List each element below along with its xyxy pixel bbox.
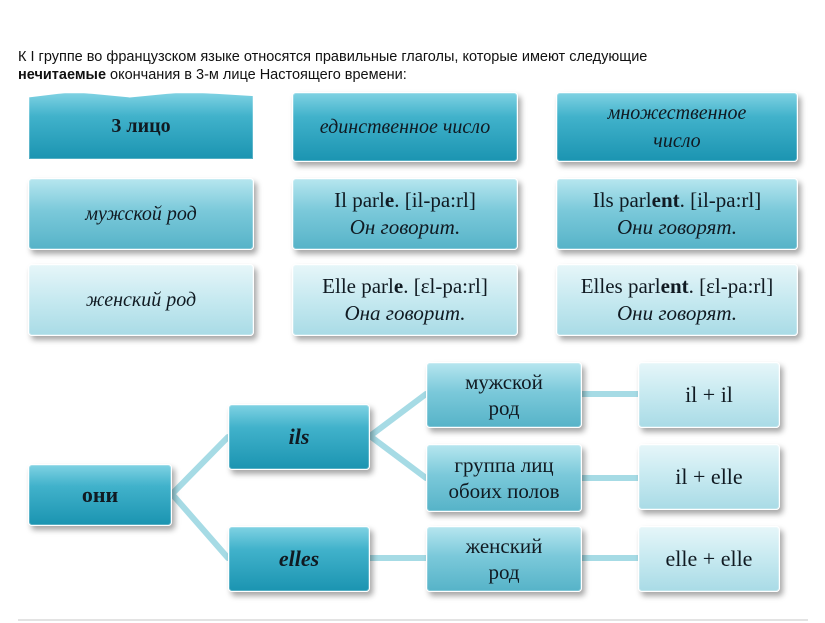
tree-elles-label: elles bbox=[278, 546, 320, 571]
fem-singular-translation: Она говорит. bbox=[344, 301, 466, 325]
tree-result-3: elle + elle bbox=[638, 526, 780, 592]
tree-mixed-line2: обоих полов bbox=[448, 479, 560, 503]
masc-singular-transcription: . [il-pa:rl] bbox=[394, 188, 476, 212]
masc-singular-cell: Il parle. [il-pa:rl] Он говорит. bbox=[292, 178, 518, 250]
tree-fem-line1: женский bbox=[465, 534, 543, 558]
fem-singular-transcription: . [ɛl-pa:rl] bbox=[403, 274, 488, 298]
masc-singular-translation: Он говорит. bbox=[349, 215, 461, 239]
header-plural-line2: число bbox=[653, 130, 701, 152]
header-singular-label: единственное число bbox=[319, 115, 491, 138]
tree-ils-label: ils bbox=[288, 424, 310, 449]
connector-root-ils bbox=[169, 434, 231, 497]
fem-plural-translation: Они говорят. bbox=[616, 301, 738, 325]
masc-plural-stem: Ils parl bbox=[592, 188, 652, 212]
masc-plural-translation: Они говорят. bbox=[616, 215, 738, 239]
tree-masc-node: мужской род bbox=[426, 362, 582, 428]
intro-part2: окончания в 3-м лице Настоящего времени: bbox=[106, 67, 407, 83]
tree-result-1: il + il bbox=[638, 362, 780, 428]
fem-label: женский род bbox=[85, 288, 197, 311]
fem-plural-transcription: . [ɛl-pa:rl] bbox=[688, 274, 774, 298]
connector-ils-mixed bbox=[367, 433, 429, 481]
fem-plural-example: Elles parlent. [ɛl-pa:rl] bbox=[581, 273, 774, 300]
tree-ils-node: ils bbox=[228, 404, 370, 470]
fem-label-cell: женский род bbox=[28, 264, 254, 336]
masc-plural-ending: ent bbox=[651, 188, 680, 212]
tree-elles-node: elles bbox=[228, 526, 370, 592]
masc-plural-example: Ils parlent. [il-pa:rl] bbox=[593, 187, 762, 214]
masc-singular-stem: Il parl bbox=[334, 188, 385, 212]
fem-singular-cell: Elle parle. [ɛl-pa:rl] Она говорит. bbox=[292, 264, 518, 336]
tree-masc-line2: род bbox=[488, 396, 520, 420]
tree-result-2-label: il + elle bbox=[675, 464, 743, 489]
header-plural-cell: множественное число bbox=[556, 92, 798, 162]
header-person-cell: 3 лицо bbox=[28, 92, 254, 160]
fem-plural-cell: Elles parlent. [ɛl-pa:rl] Они говорят. bbox=[556, 264, 798, 336]
header-person-label: 3 лицо bbox=[111, 114, 171, 137]
tree-mixed-node: группа лиц обоих полов bbox=[426, 444, 582, 512]
masc-plural-transcription: . [il-pa:rl] bbox=[679, 188, 762, 212]
connector-ils-masc bbox=[367, 391, 429, 439]
tree-result-2: il + elle bbox=[638, 444, 780, 510]
bottom-divider bbox=[18, 619, 808, 621]
masc-singular-example: Il parle. [il-pa:rl] bbox=[334, 187, 476, 214]
tree-fem-line2: род bbox=[488, 560, 520, 584]
fem-plural-stem: Elles parl bbox=[580, 274, 661, 298]
tree-result-3-label: elle + elle bbox=[665, 546, 753, 571]
fem-plural-ending: ent bbox=[660, 274, 689, 298]
masc-singular-ending: e bbox=[384, 188, 395, 212]
tree-root-node: они bbox=[28, 464, 172, 526]
fem-singular-example: Elle parle. [ɛl-pa:rl] bbox=[322, 273, 488, 300]
fem-singular-ending: e bbox=[393, 274, 404, 298]
tree-result-1-label: il + il bbox=[685, 382, 733, 407]
masc-plural-cell: Ils parlent. [il-pa:rl] Они говорят. bbox=[556, 178, 798, 250]
intro-part1: К I группе во французском языке относятс… bbox=[18, 49, 648, 65]
masc-label: мужской род bbox=[85, 202, 197, 225]
tree-fem-node: женский род bbox=[426, 526, 582, 592]
intro-bold-word: нечитаемые bbox=[18, 67, 107, 83]
masc-label-cell: мужской род bbox=[28, 178, 254, 250]
intro-text: К I группе во французском языке относятс… bbox=[18, 48, 798, 84]
fem-singular-stem: Elle parl bbox=[322, 274, 394, 298]
connector-root-elles bbox=[169, 491, 231, 561]
tree-mixed-line1: группа лиц bbox=[454, 453, 554, 477]
header-singular-cell: единственное число bbox=[292, 92, 518, 162]
tree-root-label: они bbox=[81, 482, 119, 507]
header-plural-line1: множественное bbox=[607, 102, 747, 124]
tree-masc-line1: мужской bbox=[465, 370, 543, 394]
